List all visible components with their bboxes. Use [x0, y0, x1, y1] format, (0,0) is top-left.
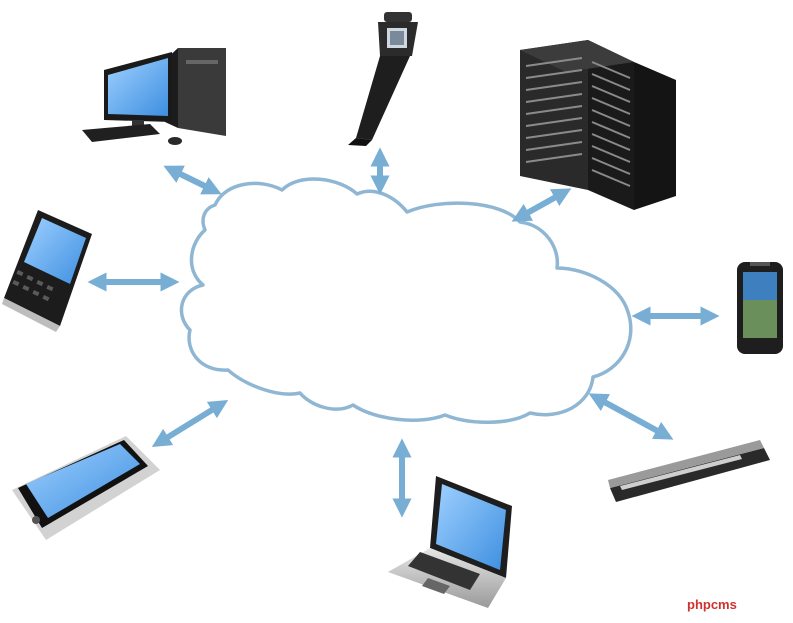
- cloud-icon: [179, 177, 633, 424]
- barcode-scanner-icon: [348, 12, 418, 146]
- arrow-desktop: [163, 165, 222, 195]
- arrow-server: [511, 188, 572, 222]
- watermark-text: phpcms: [687, 597, 737, 612]
- connection-arrows: [87, 147, 720, 518]
- laptop-icon: [388, 476, 512, 608]
- desktop-computer-icon: [82, 48, 226, 145]
- touch-phone-icon: [12, 436, 160, 540]
- server-rack-icon: [520, 40, 676, 210]
- arrow-set-top-box: [588, 393, 674, 440]
- smartphone-icon: [2, 210, 92, 332]
- set-top-box-icon: [608, 440, 770, 502]
- arrow-touch-phone: [151, 399, 229, 448]
- rugged-phone-icon: [737, 262, 783, 354]
